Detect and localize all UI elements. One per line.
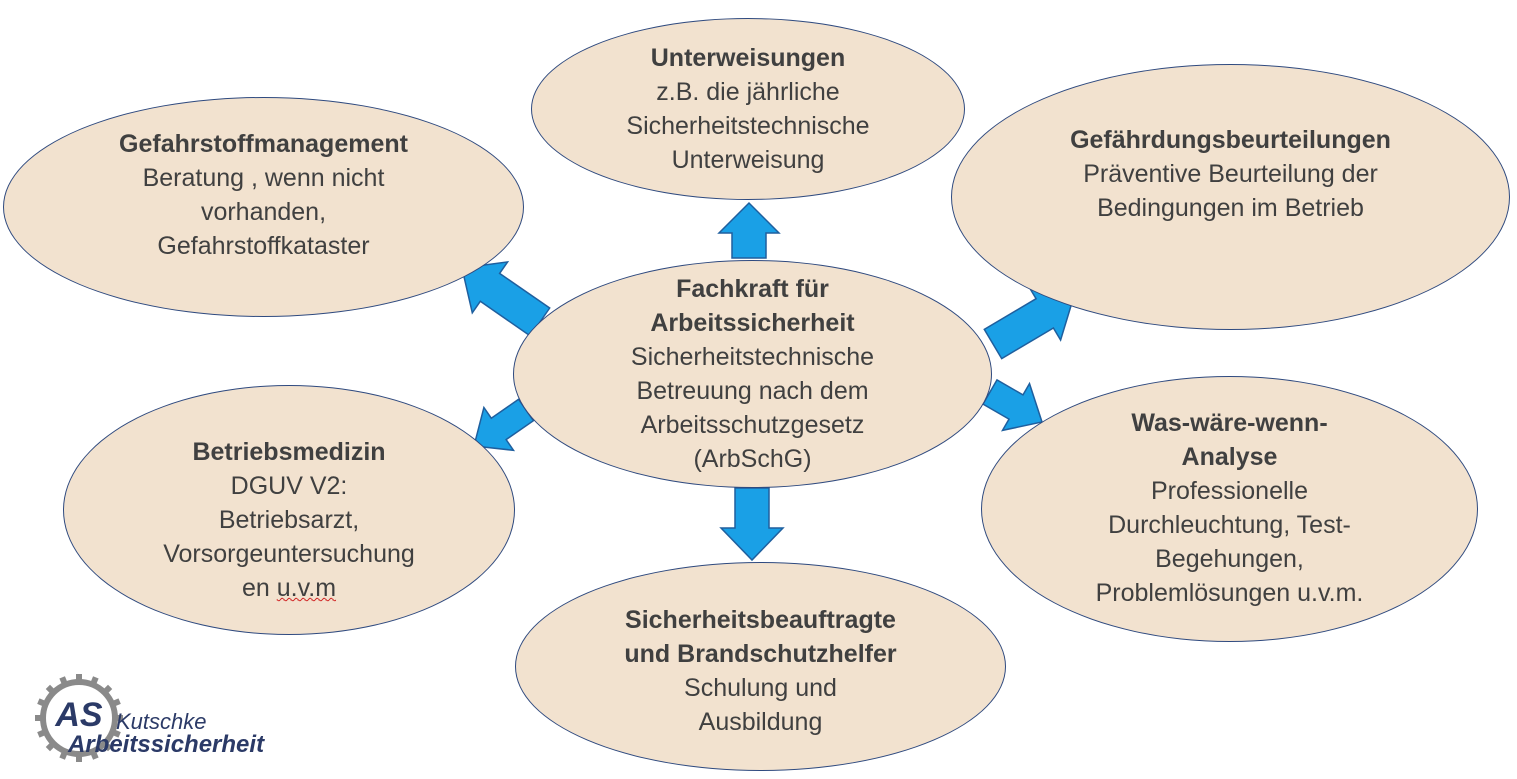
- node-title: Was-wäre-wenn- Analyse: [1131, 409, 1328, 471]
- center-node-fachkraft: Fachkraft für Arbeitssicherheit Sicherhe…: [513, 260, 992, 488]
- node-text: Schulung und Ausbildung: [684, 673, 837, 736]
- arrow-to-gefahrstoffmanagement: [461, 260, 551, 338]
- center-text: Sicherheitstechnische Betreuung nach dem…: [630, 343, 875, 473]
- gear-icon: AS: [35, 674, 123, 762]
- node-text: z.B. die jährliche Sicherheitstechnische…: [626, 78, 870, 174]
- node-gefaehrdungsbeurteilungen: Gefährdungsbeurteilungen Präventive Beur…: [951, 64, 1510, 330]
- node-text: Professionelle Durchleuchtung, Test- Beg…: [1095, 477, 1364, 607]
- center-title: Fachkraft für Arbeitssicherheit: [650, 275, 855, 337]
- node-text: Präventive Beurteilung der Bedingungen i…: [1083, 160, 1378, 222]
- node-title: Gefahrstoffmanagement: [119, 130, 408, 158]
- node-sicherheitsbeauftragte: Sicherheitsbeauftragte und Brandschutzhe…: [515, 562, 1006, 771]
- node-text-main: DGUV V2: Betriebsarzt, Vorsorgeuntersuch…: [163, 472, 415, 602]
- node-unterweisungen: Unterweisungen z.B. die jährliche Sicher…: [531, 18, 965, 200]
- arrow-to-was-waere-wenn: [981, 378, 1043, 432]
- arrow-to-unterweisungen: [717, 201, 781, 259]
- arrow-to-sicherheitsbeauftragte: [719, 487, 785, 562]
- node-betriebsmedizin: Betriebsmedizin DGUV V2: Betriebsarzt, V…: [63, 385, 515, 635]
- company-logo: AS Kutschke Arbeitssicherheit: [34, 668, 264, 768]
- spellcheck-underlined-text: u.v.m: [276, 574, 337, 602]
- logo-initials: AS: [54, 696, 103, 734]
- node-text: Beratung , wenn nicht vorhanden, Gefahrs…: [142, 164, 385, 260]
- logo-subtitle: Arbeitssicherheit: [68, 731, 265, 758]
- node-was-waere-wenn-analyse: Was-wäre-wenn- Analyse Professionelle Du…: [981, 376, 1478, 642]
- node-title: Betriebsmedizin: [192, 438, 386, 466]
- node-text: DGUV V2: Betriebsarzt, Vorsorgeuntersuch…: [163, 469, 415, 605]
- logo-name: Kutschke: [116, 709, 207, 734]
- node-gefahrstoffmanagement: Gefahrstoffmanagement Beratung , wenn ni…: [3, 97, 524, 317]
- arrow-to-betriebsmedizin: [473, 398, 535, 452]
- node-title: Gefährdungsbeurteilungen: [1070, 126, 1391, 154]
- node-title: Sicherheitsbeauftragte und Brandschutzhe…: [624, 605, 897, 668]
- node-title: Unterweisungen: [650, 44, 846, 72]
